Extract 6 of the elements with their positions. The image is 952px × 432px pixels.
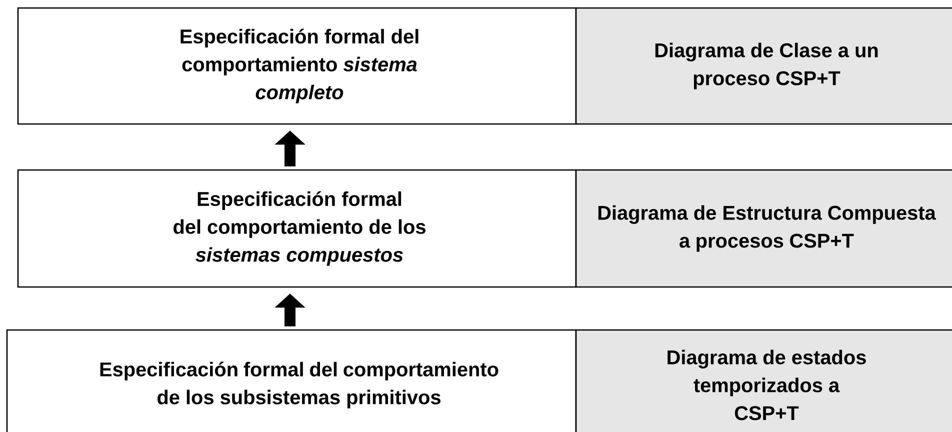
diagram-box: Diagrama de estados temporizados a CSP+T: [575, 329, 952, 432]
diagram-box: Diagrama de Estructura Compuesta a procesos CSP+T: [575, 169, 952, 288]
diagram-box: Diagrama de Clase a un proceso CSP+T: [575, 7, 952, 125]
process-box: Especificación formal del comportamiento de los sistemas compuestos: [17, 169, 577, 288]
process-box: Especificación formal del comportamiento sistema completo: [17, 7, 577, 125]
process-box: Especificación formal del comportamiento de los subsistemas primitivos: [6, 329, 577, 432]
